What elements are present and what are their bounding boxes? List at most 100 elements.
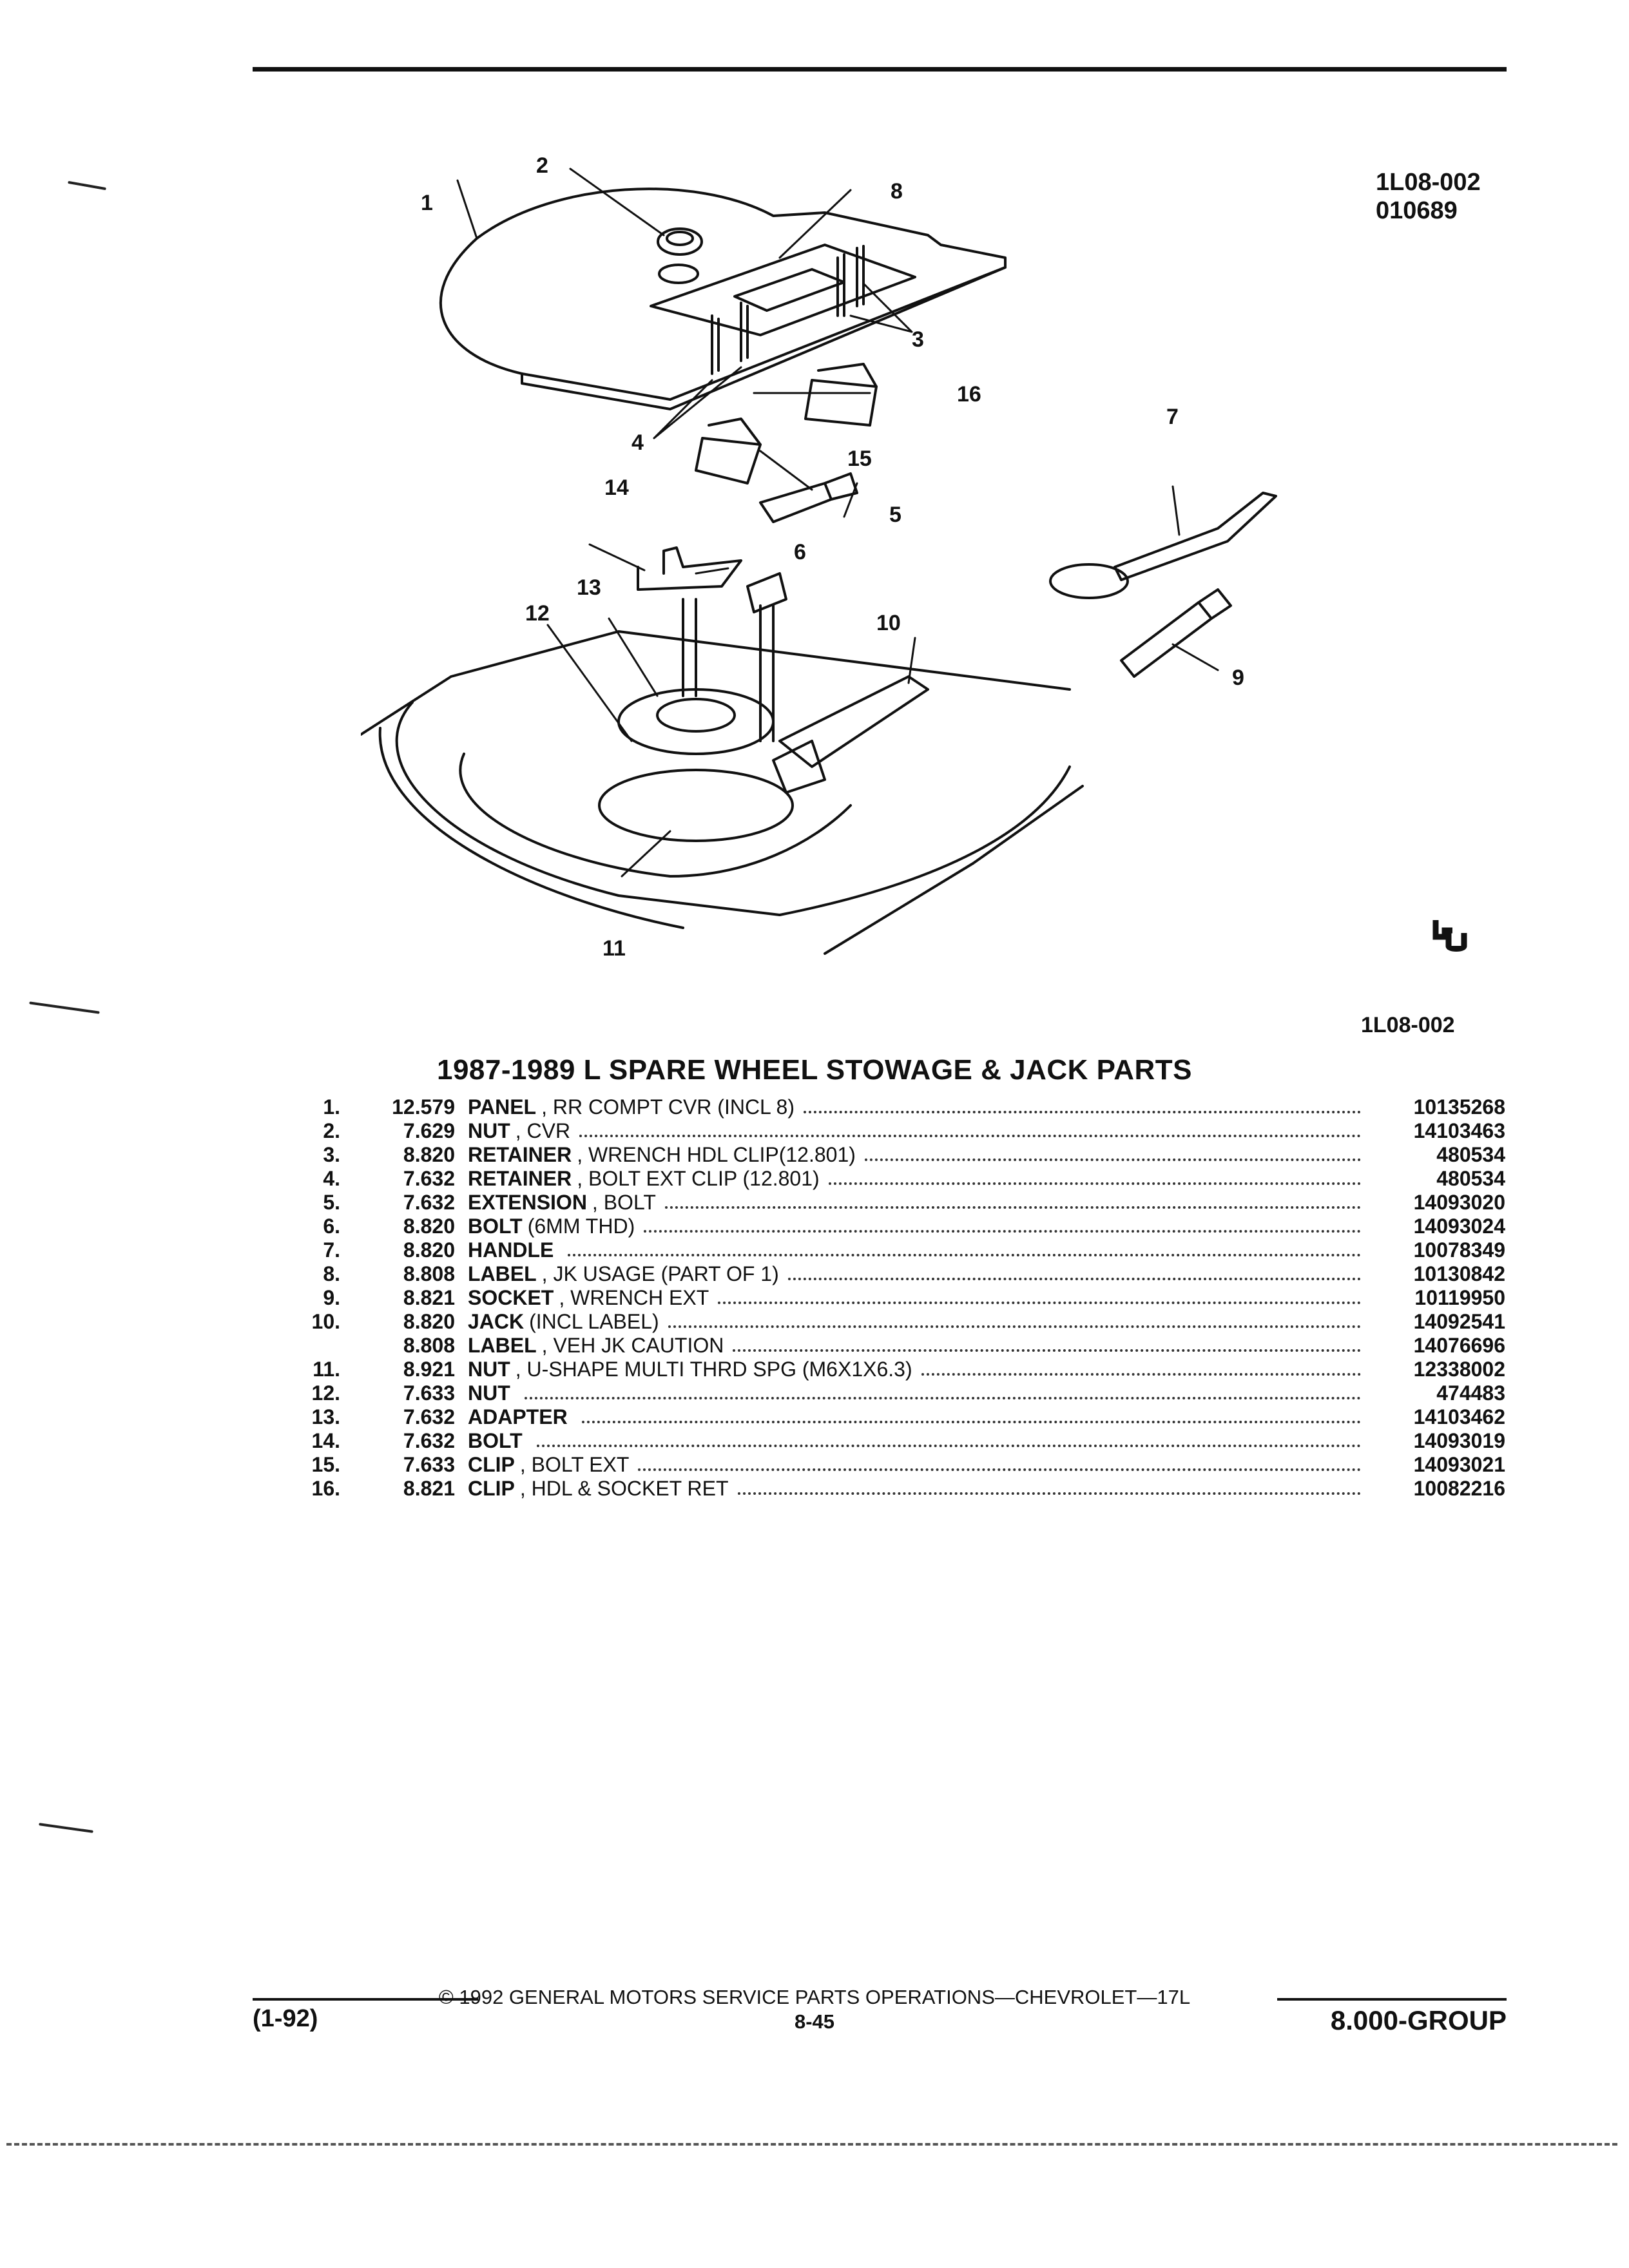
callout-4: 4 (631, 430, 644, 455)
item-number (284, 1334, 340, 1358)
part-name: CLIP (468, 1477, 515, 1500)
footer-date-code: (1-92) (253, 2005, 318, 2032)
description-line: ADAPTER (468, 1405, 1370, 1429)
description-line: JACK(INCL LABEL) (468, 1310, 1370, 1334)
catalog-number: 7.629 (403, 1119, 455, 1142)
description-line: RETAINER, WRENCH HDL CLIP(12.801) (468, 1143, 1370, 1167)
part-name: RETAINER (468, 1167, 572, 1190)
item-number: 15. (311, 1453, 340, 1476)
dot-leader (737, 1492, 1361, 1495)
callout-13: 13 (577, 575, 601, 600)
part-name: NUT (468, 1119, 510, 1142)
dot-leader (579, 1135, 1361, 1137)
item-number: 14. (311, 1429, 340, 1452)
figure-code: 1L08-002 010689 (1376, 169, 1481, 225)
description-line: NUT, CVR (468, 1119, 1370, 1143)
part-name: LABEL (468, 1262, 537, 1285)
description-cell: BOLT(6MM THD) (455, 1215, 1370, 1238)
part-number: 14092541 (1413, 1310, 1505, 1333)
part-number: 14093024 (1413, 1215, 1505, 1238)
hold-down-bolt (637, 546, 742, 591)
catalog-number: 8.821 (403, 1286, 455, 1309)
callout-9: 9 (1232, 666, 1244, 690)
part-name: NUT (468, 1381, 510, 1405)
usage-label (650, 244, 916, 336)
callout-2: 2 (536, 153, 548, 178)
part-name: RETAINER (468, 1143, 572, 1166)
part-detail: , RR COMPT CVR (INCL 8) (541, 1095, 795, 1119)
item-number: 6. (323, 1215, 340, 1238)
dot-leader (718, 1302, 1361, 1304)
footer-rule-left (253, 1998, 478, 2001)
figure-code-line-2: 010689 (1376, 197, 1458, 224)
jack (772, 675, 929, 794)
part-name: ADAPTER (468, 1405, 568, 1428)
description-cell: PANEL, RR COMPT CVR (INCL 8) (455, 1095, 1370, 1119)
part-detail: , BOLT EXT (519, 1453, 630, 1476)
description-cell: ADAPTER (455, 1405, 1370, 1429)
callout-3: 3 (912, 327, 924, 352)
part-name: BOLT (468, 1215, 523, 1238)
description-line: CLIP, BOLT EXT (468, 1453, 1370, 1477)
callout-5: 5 (889, 503, 901, 527)
callout-11: 11 (602, 936, 626, 961)
description-line: NUT, U-SHAPE MULTI THRD SPG (M6X1X6.3) (468, 1358, 1370, 1381)
dot-leader (524, 1397, 1361, 1399)
description-cell: CLIP, HDL & SOCKET RET (455, 1477, 1370, 1501)
part-name: HANDLE (468, 1238, 554, 1262)
callout-15: 15 (847, 447, 872, 471)
description-line: SOCKET, WRENCH EXT (468, 1286, 1370, 1310)
part-number: 10119950 (1414, 1286, 1505, 1309)
part-name: JACK (468, 1310, 525, 1333)
footer-group-number: 8.000-GROUP (1330, 2005, 1507, 2035)
part-detail: , CVR (515, 1119, 571, 1142)
part-number: 14093020 (1413, 1191, 1505, 1214)
part-detail: , BOLT EXT CLIP (12.801) (577, 1167, 820, 1190)
part-number: 10130842 (1413, 1262, 1505, 1285)
description-cell: NUT, U-SHAPE MULTI THRD SPG (M6X1X6.3) (455, 1358, 1370, 1381)
part-number: 14103462 (1413, 1405, 1505, 1428)
footer-copyright: © 1992 GENERAL MOTORS SERVICE PARTS OPER… (438, 1986, 1191, 2008)
margin-mark (29, 1001, 100, 1014)
catalog-number: 8.921 (403, 1358, 455, 1381)
footer-rule-right (1277, 1998, 1507, 2001)
description-cell: SOCKET, WRENCH EXT (455, 1286, 1370, 1310)
description-line: RETAINER, BOLT EXT CLIP (12.801) (468, 1167, 1370, 1191)
part-number: 14076696 (1413, 1334, 1505, 1357)
figure-code-bottom: 1L08-002 (1361, 1013, 1455, 1037)
part-detail: , HDL & SOCKET RET (519, 1477, 729, 1500)
callout-14: 14 (604, 476, 629, 500)
item-number: 10. (311, 1310, 340, 1333)
dot-leader (828, 1182, 1361, 1185)
dot-leader (804, 1111, 1361, 1113)
callout-7: 7 (1166, 405, 1179, 429)
description-line: CLIP, HDL & SOCKET RET (468, 1477, 1370, 1501)
part-number: 10082216 (1413, 1477, 1505, 1500)
catalog-number: 12.579 (392, 1095, 455, 1119)
description-line: HANDLE (468, 1238, 1370, 1262)
part-name: EXTENSION (468, 1191, 587, 1214)
clip-15 (695, 418, 762, 485)
callout-1: 1 (421, 191, 433, 215)
dot-leader (668, 1325, 1361, 1328)
dot-leader (787, 1278, 1361, 1280)
callout-8: 8 (891, 179, 903, 204)
item-number: 12. (311, 1381, 340, 1405)
item-number: 11. (313, 1358, 340, 1381)
part-name: LABEL (468, 1334, 537, 1357)
catalog-number: 7.632 (403, 1405, 455, 1428)
description-cell: NUT (455, 1381, 1370, 1405)
bottom-scan-line (6, 2143, 1617, 2146)
part-detail: , VEH JK CAUTION (541, 1334, 724, 1357)
description-cell: RETAINER, BOLT EXT CLIP (12.801) (455, 1167, 1370, 1191)
part-name: PANEL (468, 1095, 537, 1119)
dot-leader (733, 1349, 1361, 1352)
